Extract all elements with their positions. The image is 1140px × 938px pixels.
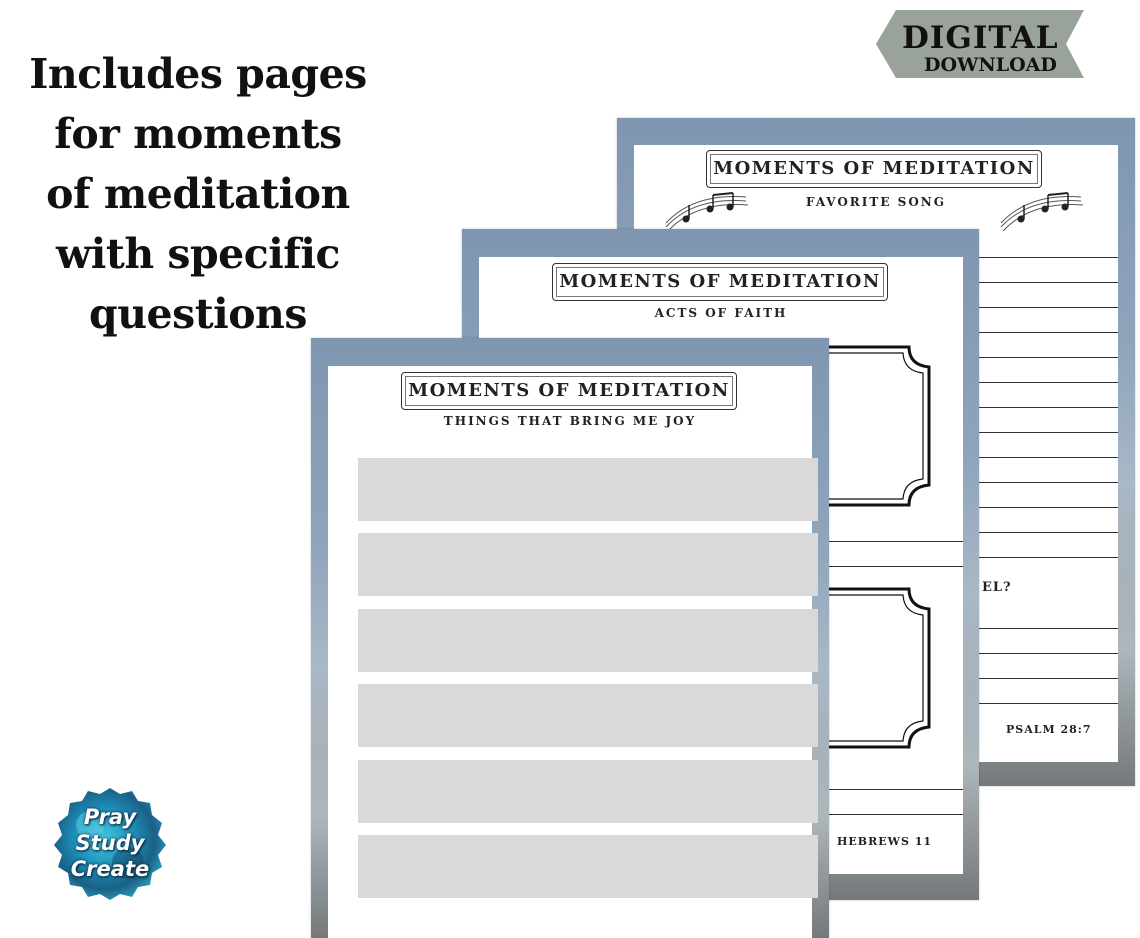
answer-box bbox=[358, 684, 818, 747]
page-subtitle: ACTS OF FAITH bbox=[654, 306, 788, 320]
headline-line: questions bbox=[89, 290, 307, 338]
ornate-frame-icon bbox=[809, 345, 931, 507]
headline-line: for moments bbox=[54, 110, 342, 158]
page-things-that-bring-me-joy: MOMENTS OF MEDITATION THINGS THAT BRING … bbox=[311, 338, 829, 938]
digital-download-badge: DIGITAL DOWNLOAD bbox=[876, 10, 1084, 78]
logo-word: Create bbox=[70, 857, 150, 881]
answer-box bbox=[358, 533, 818, 596]
page-title: MOMENTS OF MEDITATION bbox=[552, 263, 888, 301]
headline-line: with specific bbox=[56, 230, 340, 278]
paper: MOMENTS OF MEDITATION THINGS THAT BRING … bbox=[328, 366, 818, 938]
writing-line bbox=[829, 541, 963, 542]
scripture-reference: PSALM 28:7 bbox=[1006, 723, 1092, 736]
ornate-frame-icon bbox=[809, 587, 931, 749]
writing-line bbox=[829, 789, 963, 790]
music-notes-icon bbox=[1000, 192, 1084, 231]
answer-box bbox=[358, 458, 818, 521]
logo-word: Pray bbox=[83, 805, 137, 829]
answer-box bbox=[358, 609, 818, 672]
headline-line: of meditation bbox=[46, 170, 350, 218]
page-subtitle: FAVORITE SONG bbox=[806, 195, 946, 209]
writing-line bbox=[829, 566, 963, 567]
partial-question: EL? bbox=[982, 580, 1012, 595]
watercolor-badge-icon bbox=[54, 788, 166, 900]
badge-line-2: DOWNLOAD bbox=[924, 54, 1057, 76]
headline-line: Includes pages bbox=[29, 50, 367, 98]
badge-ribbon-icon bbox=[876, 10, 1084, 78]
logo-word: Study bbox=[75, 831, 145, 855]
page-subtitle: THINGS THAT BRING ME JOY bbox=[443, 414, 697, 428]
headline: Includes pages for moments of meditation… bbox=[18, 44, 378, 344]
page-title: MOMENTS OF MEDITATION bbox=[706, 150, 1042, 188]
pray-study-create-logo: Pray Study Create bbox=[50, 785, 170, 903]
music-notes-icon bbox=[665, 192, 749, 231]
writing-line bbox=[829, 814, 963, 815]
badge-line-1: DIGITAL bbox=[902, 20, 1059, 56]
answer-box bbox=[358, 760, 818, 823]
scripture-reference: HEBREWS 11 bbox=[837, 835, 933, 848]
answer-box bbox=[358, 835, 818, 898]
page-title: MOMENTS OF MEDITATION bbox=[401, 372, 737, 410]
